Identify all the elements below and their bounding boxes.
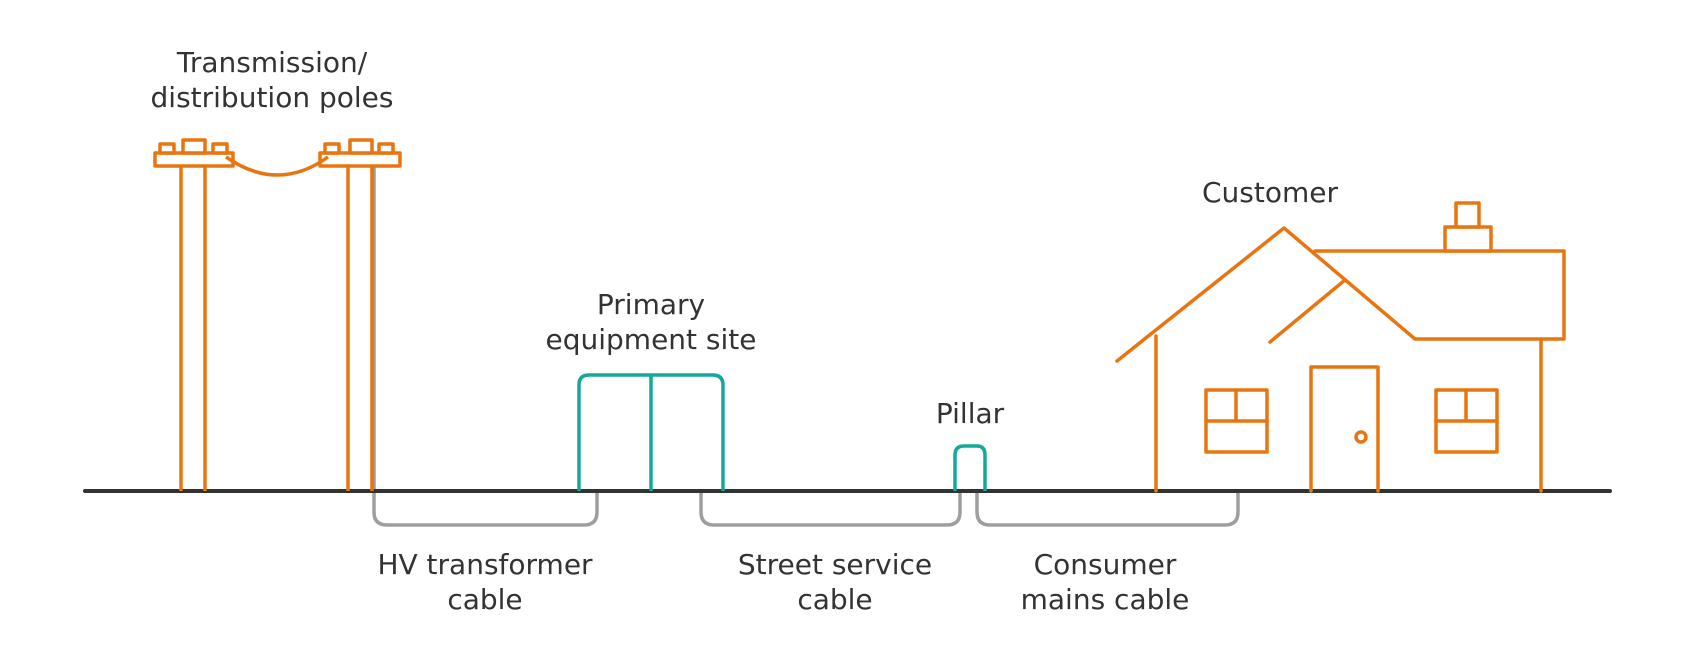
overhead-wire (225, 155, 330, 177)
underground-cables (372, 163, 1240, 527)
door-knob (1354, 430, 1368, 444)
pillar-box (953, 444, 987, 491)
primary-label-line-2: equipment site (545, 323, 757, 356)
street-service-cable (699, 489, 962, 527)
hv-cable-label: HV transformer cable (355, 547, 615, 617)
consumer-cable-label: Consumer mains cable (985, 547, 1225, 617)
poles-label-line-2: distribution poles (150, 81, 394, 114)
customer-label-text: Customer (1201, 176, 1338, 209)
primary-site-label: Primary equipment site (521, 287, 781, 357)
consumer-cable-label-line-1: Consumer (1033, 548, 1177, 581)
pole-left (153, 138, 235, 491)
hv-cable-label-line-1: HV transformer (377, 548, 593, 581)
window-left (1204, 388, 1269, 454)
hv-cable-label-line-2: cable (447, 583, 523, 616)
pillar-label: Pillar (905, 396, 1035, 431)
street-cable-label-line-1: Street service (737, 548, 933, 581)
primary-equipment-site (577, 373, 725, 491)
consumer-mains-cable (975, 489, 1240, 527)
house-walls (1154, 334, 1543, 493)
pillar-label-text: Pillar (935, 397, 1005, 430)
hv-transformer-cable (372, 163, 599, 527)
front-gable (1115, 226, 1566, 363)
chimney-pot (1454, 201, 1481, 229)
primary-label-line-1: Primary (596, 288, 706, 321)
window-right (1434, 388, 1499, 454)
front-door (1309, 365, 1380, 493)
consumer-cable-label-line-2: mains cable (1020, 583, 1190, 616)
street-cable-label-line-2: cable (797, 583, 873, 616)
transmission-poles (153, 138, 402, 491)
customer-label: Customer (1180, 175, 1360, 210)
poles-label-line-1: Transmission/ (176, 46, 368, 79)
poles-label: Transmission/ distribution poles (127, 45, 417, 115)
street-cable-label: Street service cable (710, 547, 960, 617)
customer-house (1115, 201, 1566, 493)
pole-right (318, 138, 402, 491)
inner-roof-line (1268, 278, 1347, 344)
chimney (1443, 225, 1493, 253)
